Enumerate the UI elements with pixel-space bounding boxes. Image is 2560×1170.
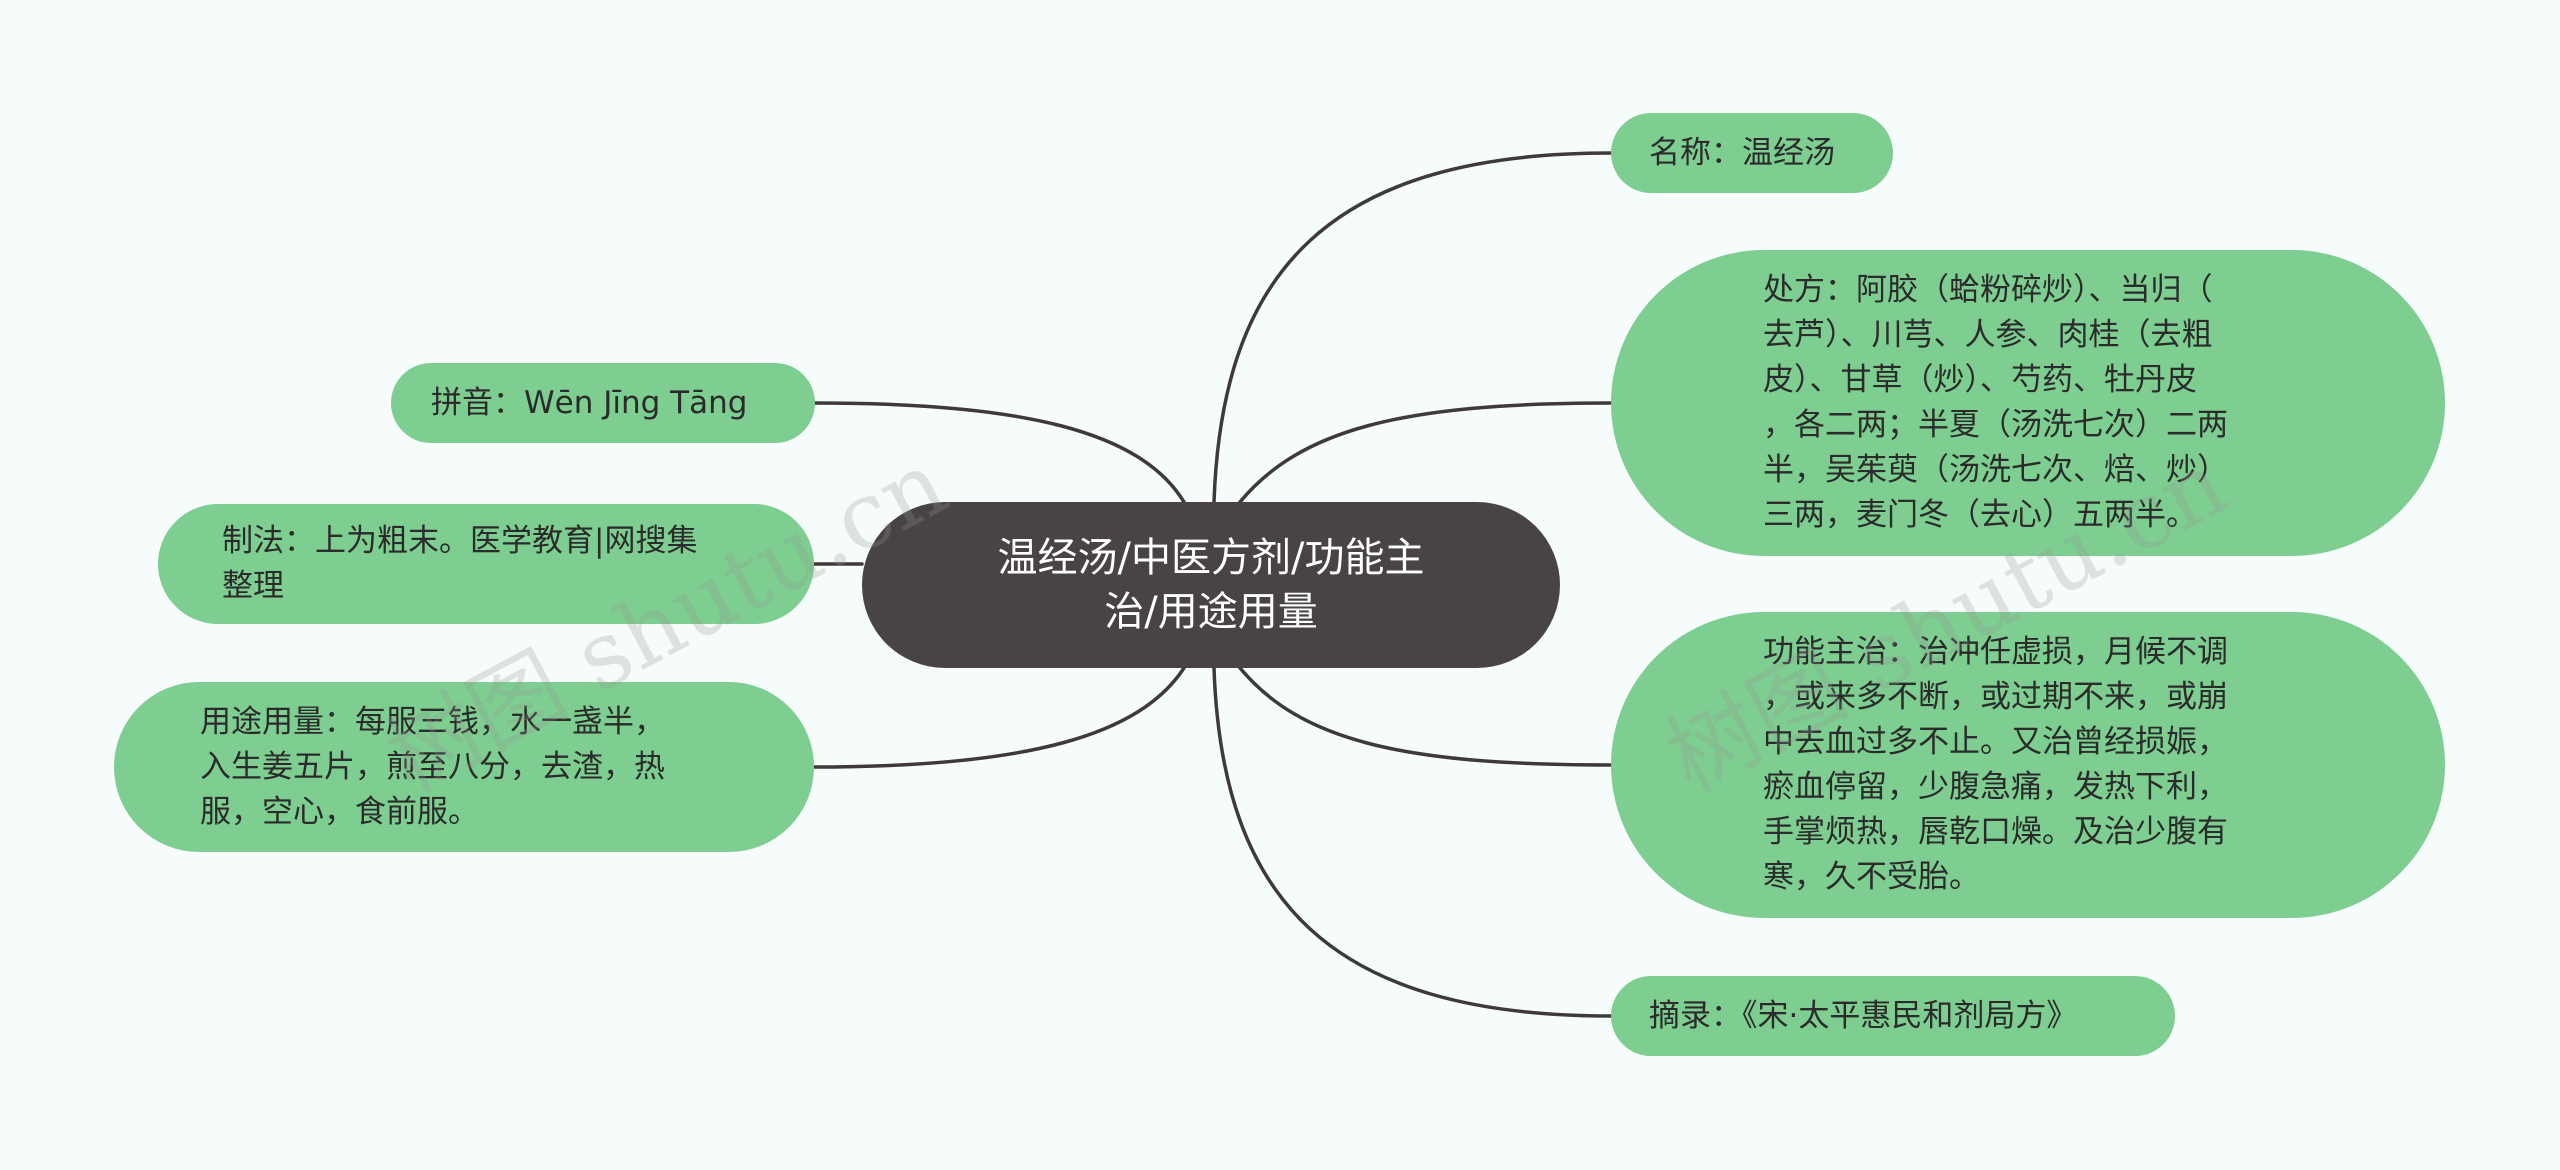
branch-excerpt[interactable]: 摘录：《宋·太平惠民和剂局方》 [1611,976,2175,1056]
branch-usage[interactable]: 用途用量：每服三钱，水一盏半， 入生姜五片，煎至八分，去渣，热 服，空心，食前服… [114,682,814,852]
connector-name [1212,151,1613,504]
branch-pinyin[interactable]: 拼音：Wēn Jīng Tāng [391,363,815,443]
branch-method[interactable]: 制法：上为粗末。医学教育|网搜集 整理 [158,504,814,624]
branch-formula[interactable]: 处方：阿胶（蛤粉碎炒）、当归（ 去芦）、川芎、人参、肉桂（去粗 皮）、甘草（炒）… [1611,250,2445,556]
connector-formula [1238,401,1613,504]
connector-pinyin [813,401,1186,504]
branch-method-label: 制法：上为粗末。医学教育|网搜集 整理 [222,523,698,604]
branch-indication[interactable]: 功能主治：治冲任虚损，月候不调 ，或来多不断，或过期不来，或崩 中去血过多不止。… [1611,612,2445,918]
central-topic[interactable]: 温经汤/中医方剂/功能主 治/用途用量 [862,502,1560,668]
branch-name[interactable]: 名称：温经汤 [1611,113,1893,193]
branch-indication-label: 功能主治：治冲任虚损，月候不调 ，或来多不断，或过期不来，或崩 中去血过多不止。… [1763,634,2228,895]
connector-excerpt [1212,666,1613,1018]
connector-indication [1238,666,1613,767]
connector-usage [812,666,1186,769]
branch-pinyin-label: 拼音：Wēn Jīng Tāng [431,384,748,421]
branch-formula-label: 处方：阿胶（蛤粉碎炒）、当归（ 去芦）、川芎、人参、肉桂（去粗 皮）、甘草（炒）… [1763,272,2228,533]
central-topic-label: 温经汤/中医方剂/功能主 治/用途用量 [997,535,1425,635]
branch-usage-label: 用途用量：每服三钱，水一盏半， 入生姜五片，煎至八分，去渣，热 服，空心，食前服… [200,703,665,830]
branch-excerpt-label: 摘录：《宋·太平惠民和剂局方》 [1649,997,2078,1034]
branch-name-label: 名称：温经汤 [1649,134,1835,171]
